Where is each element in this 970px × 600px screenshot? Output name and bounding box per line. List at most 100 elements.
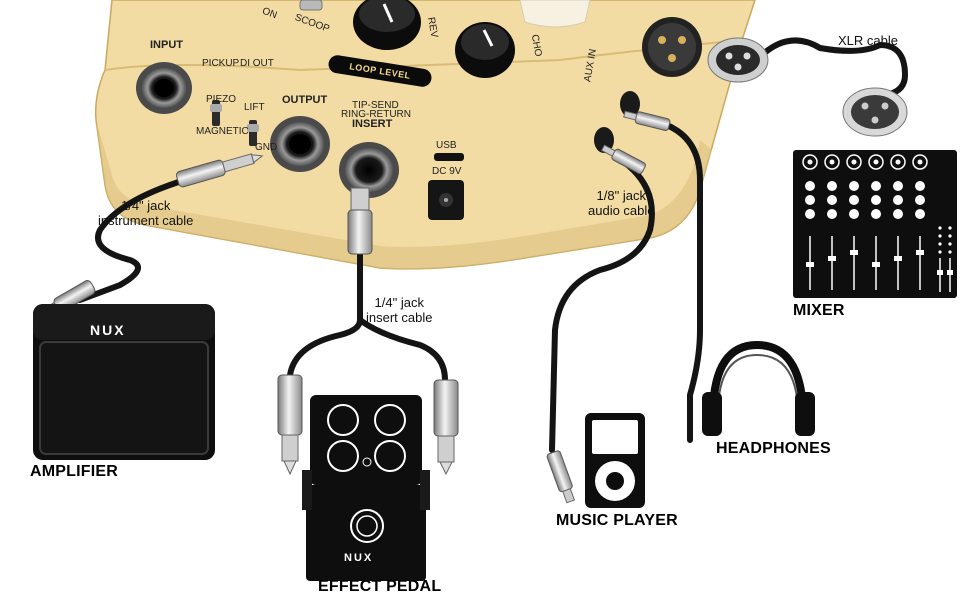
insert-cable-label: 1/4" jack insert cable bbox=[366, 295, 432, 325]
amplifier-brand: NUX bbox=[90, 322, 126, 338]
lift-label: LIFT bbox=[244, 102, 265, 113]
mixer-xlr-pin bbox=[829, 159, 835, 165]
xlr-plug-female bbox=[842, 87, 908, 137]
audio-cable-headphones bbox=[647, 117, 703, 443]
headphone-plug-pedal bbox=[623, 110, 671, 131]
effect-knob-1 bbox=[327, 404, 359, 436]
audio-cable-label-line2: audio cable bbox=[588, 203, 655, 218]
input-jack[interactable] bbox=[136, 62, 192, 114]
mixer-knob bbox=[827, 195, 837, 205]
mixer-fader bbox=[916, 250, 924, 255]
xlr-socket[interactable] bbox=[642, 17, 702, 77]
scoop-switch[interactable] bbox=[299, 0, 323, 11]
mixer-knob bbox=[849, 181, 859, 191]
mixer-knob bbox=[849, 195, 859, 205]
music-player-caption: MUSIC PLAYER bbox=[556, 512, 678, 529]
usb-port[interactable] bbox=[434, 153, 464, 161]
reverb-knob[interactable] bbox=[353, 0, 421, 50]
mixer-knob bbox=[915, 181, 925, 191]
mixer-xlr-pin bbox=[917, 159, 923, 165]
ground-lift-switch[interactable] bbox=[247, 120, 259, 146]
mixer-xlr-pin bbox=[895, 159, 901, 165]
pickup-label: PICKUP bbox=[202, 58, 240, 69]
mixer-knob bbox=[871, 181, 881, 191]
mixer-led bbox=[938, 250, 942, 254]
gnd-label: GND bbox=[255, 142, 278, 153]
insert-label: INSERT bbox=[352, 118, 393, 130]
mixer-caption: MIXER bbox=[793, 302, 845, 319]
mixer-body bbox=[793, 150, 957, 298]
mixer-knob bbox=[893, 209, 903, 219]
mixer-led bbox=[948, 234, 952, 238]
xlr-plug-male bbox=[707, 37, 769, 83]
xlr-cable-label: XLR cable bbox=[838, 33, 898, 48]
insert-cable-label-line2: insert cable bbox=[366, 310, 433, 325]
cables bbox=[77, 37, 909, 453]
mixer-master-fader bbox=[937, 270, 943, 275]
mixer-knob bbox=[805, 195, 815, 205]
ring-return-label: RING-RETURN bbox=[341, 109, 411, 120]
magnetic-label: MAGNETIC bbox=[196, 126, 249, 137]
music-player bbox=[585, 413, 645, 508]
effect-knob-4 bbox=[374, 440, 406, 472]
mixer-fader bbox=[806, 262, 814, 267]
pickup-switch[interactable] bbox=[210, 100, 222, 126]
insert-cable-label-line1: 1/4" jack bbox=[374, 295, 424, 310]
mixer bbox=[793, 150, 957, 298]
insert-plug-left bbox=[277, 374, 303, 476]
mixer-knob bbox=[915, 209, 925, 219]
amplifier bbox=[33, 304, 215, 460]
insert-jack[interactable] bbox=[339, 142, 399, 198]
usb-label: USB bbox=[436, 140, 457, 151]
mixer-led bbox=[938, 234, 942, 238]
mixer-knob bbox=[805, 181, 815, 191]
mixer-fader bbox=[850, 250, 858, 255]
mixer-xlr-pin bbox=[807, 159, 813, 165]
mixer-knob bbox=[893, 195, 903, 205]
aux-in-jack[interactable] bbox=[594, 127, 614, 153]
mixer-knob bbox=[827, 209, 837, 219]
mixer-knob bbox=[915, 195, 925, 205]
input-label: INPUT bbox=[150, 39, 183, 51]
acoustic-preamp-pedal bbox=[94, 0, 756, 270]
mixer-led bbox=[948, 226, 952, 230]
mixer-xlr-pin bbox=[851, 159, 857, 165]
aux-plug-pedal bbox=[600, 144, 646, 175]
mixer-led bbox=[948, 242, 952, 246]
mixer-led bbox=[938, 242, 942, 246]
mixer-xlr-pin bbox=[873, 159, 879, 165]
insert-plug-pedal bbox=[347, 187, 373, 255]
headphones bbox=[702, 340, 815, 436]
audio-cable-label-line1: 1/8" jack bbox=[596, 188, 646, 203]
mixer-knob bbox=[849, 209, 859, 219]
audio-cable-player bbox=[549, 155, 655, 453]
mixer-knob bbox=[871, 195, 881, 205]
effect-knob-3 bbox=[327, 440, 359, 472]
dc-power-jack[interactable] bbox=[428, 180, 464, 220]
instrument-cable-label-line1: 1/4" jack bbox=[120, 198, 171, 213]
blend-knob[interactable] bbox=[519, 0, 591, 28]
mixer-fader bbox=[872, 262, 880, 267]
chorus-knob[interactable] bbox=[455, 22, 515, 78]
mixer-knob bbox=[827, 181, 837, 191]
instrument-cable bbox=[77, 177, 188, 303]
audio-cable-label: 1/8" jack audio cable bbox=[588, 188, 655, 218]
effect-pedal bbox=[302, 395, 430, 581]
piezo-label: PIEZO bbox=[206, 94, 237, 105]
mixer-led bbox=[948, 250, 952, 254]
aux-plug-player bbox=[546, 450, 576, 504]
insert-plug-right bbox=[433, 379, 459, 476]
headphones-caption: HEADPHONES bbox=[716, 440, 831, 457]
output-jack[interactable] bbox=[270, 116, 330, 172]
mixer-master-fader bbox=[947, 270, 953, 275]
headphone-jack[interactable] bbox=[620, 91, 640, 117]
mixer-fader bbox=[894, 256, 902, 261]
mixer-knob bbox=[871, 209, 881, 219]
effect-knob-2 bbox=[374, 404, 406, 436]
insert-cable bbox=[287, 247, 448, 383]
instrument-cable-label-line2: instrument cable bbox=[98, 213, 194, 228]
amplifier-caption: AMPLIFIER bbox=[30, 463, 119, 480]
mixer-fader bbox=[828, 256, 836, 261]
effect-pedal-caption: EFFECT PEDAL bbox=[318, 578, 442, 595]
